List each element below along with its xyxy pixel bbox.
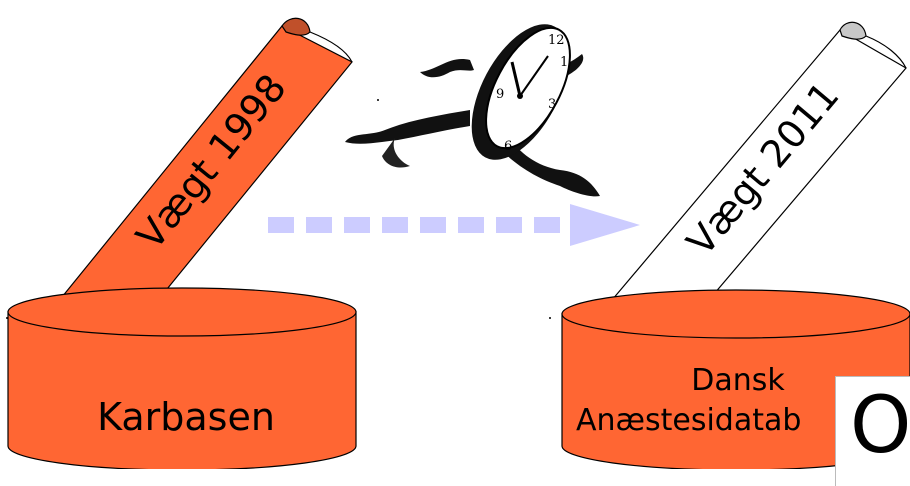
arrow-dash (344, 217, 370, 233)
scroll-2011: Vægt 2011 (611, 21, 907, 335)
arrow-dash (496, 217, 522, 233)
diagram-canvas: Vægt 1998 Karbasen 12 1 3 6 (6, 17, 910, 469)
database-dansk-label-line2: Anæstesidatab (576, 403, 801, 438)
clock-number: 6 (504, 139, 512, 154)
clock-number: 1 (560, 55, 568, 70)
database-karbasen-label: Karbasen (97, 395, 275, 439)
clock-number: 3 (548, 97, 556, 112)
arrow-head (570, 204, 640, 246)
arrow-dash (534, 217, 560, 233)
clock-number: 9 (496, 87, 504, 102)
arrow-dash (382, 217, 408, 233)
database-dansk-label-line1: Dansk (691, 363, 785, 398)
scroll-1998: Vægt 1998 (61, 17, 353, 333)
overlay-partial-text: O (835, 376, 910, 486)
arrow-dash (306, 217, 332, 233)
clock-number: 12 (548, 33, 565, 48)
arrow-dash (420, 217, 446, 233)
database-dansk-anaestesi: Dansk Anæstesidatab (561, 289, 910, 469)
dashed-arrow (268, 204, 640, 246)
database-karbasen: Karbasen (7, 287, 357, 469)
running-clock-icon: 12 1 3 6 9 (345, 24, 600, 197)
arrow-dash (458, 217, 484, 233)
arrow-dash (268, 217, 294, 233)
